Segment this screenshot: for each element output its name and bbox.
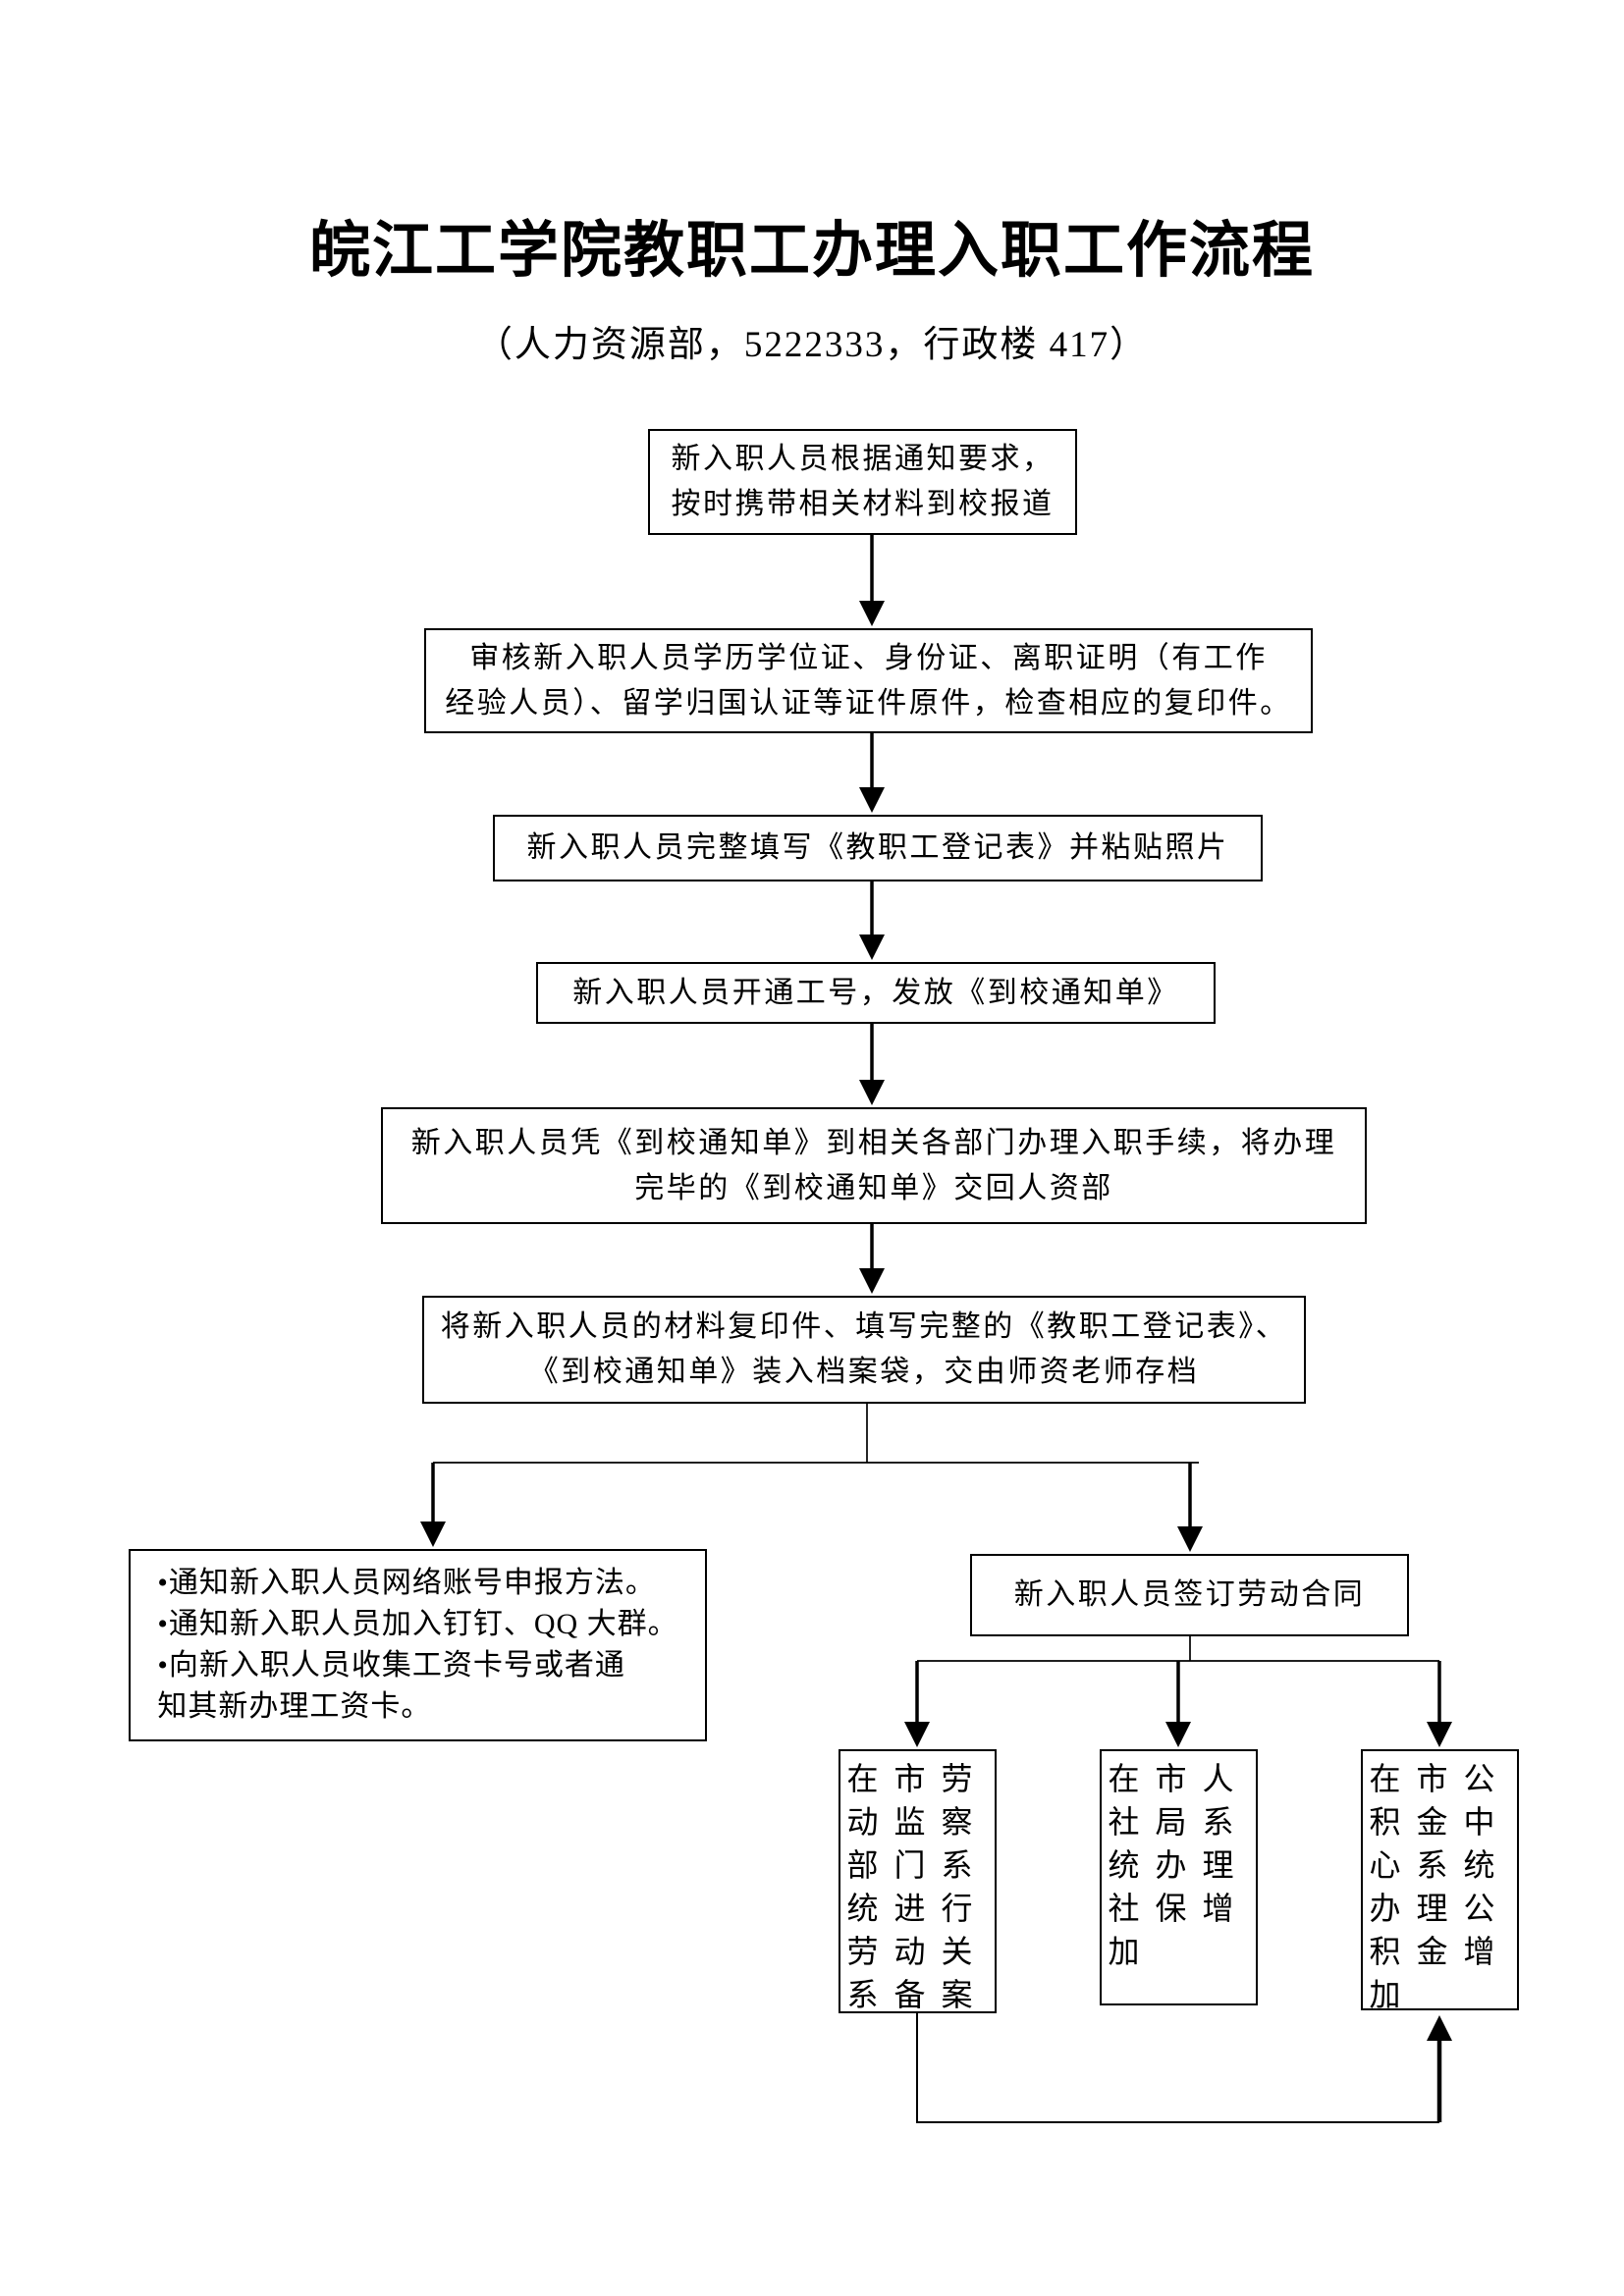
- branch-notify-box: •通知新入职人员网络账号申报方法。 •通知新入职人员加入钉钉、QQ 大群。 •向…: [129, 1549, 707, 1741]
- page-subtitle: （人力资源部，5222333，行政楼 417）: [475, 325, 1149, 365]
- step-handle-box: 新入职人员凭《到校通知单》到相关各部门办理入职手续，将办理 完毕的《到校通知单》…: [381, 1107, 1367, 1224]
- step-form-text: 新入职人员完整填写《教职工登记表》并粘贴照片: [526, 831, 1229, 864]
- step-handle-text: 新入职人员凭《到校通知单》到相关各部门办理入职手续，将办理 完毕的《到校通知单》…: [410, 1126, 1337, 1204]
- step-form-box: 新入职人员完整填写《教职工登记表》并粘贴照片: [493, 815, 1263, 881]
- step-report-box: 新入职人员根据通知要求， 按时携带相关材料到校报道: [648, 429, 1077, 535]
- sub-housing-fund-text: 在市公 积金中 心系统 办理公 积金增 加: [1369, 1761, 1511, 2012]
- feedback-path: [916, 2013, 1439, 2123]
- sub-labor-record-text: 在市劳 动监察 部门系 统进行 劳动关 系备案: [846, 1761, 989, 2012]
- step-archive-text: 将新入职人员的材料复印件、填写完整的《教职工登记表》、 《到校通知单》装入档案袋…: [440, 1310, 1288, 1388]
- step-report-text: 新入职人员根据通知要求， 按时携带相关材料到校报道: [671, 443, 1055, 520]
- branch-contract-text: 新入职人员签订劳动合同: [1013, 1578, 1366, 1611]
- sub-social-insurance-box: 在市人 社局系 统办理 社保增 加: [1100, 1749, 1258, 2005]
- sub-housing-fund-box: 在市公 积金中 心系统 办理公 积金增 加: [1361, 1749, 1519, 2012]
- page-title: 皖江工学院教职工办理入职工作流程: [308, 218, 1315, 285]
- step-review-text: 审核新入职人员学历学位证、身份证、离职证明（有工作 经验人员）、留学归国认证等证…: [445, 641, 1292, 720]
- step-workid-box: 新入职人员开通工号，发放《到校通知单》: [536, 962, 1216, 1024]
- sub-labor-record-box: 在市劳 动监察 部门系 统进行 劳动关 系备案: [839, 1749, 997, 2013]
- step-workid-text: 新入职人员开通工号，发放《到校通知单》: [572, 976, 1179, 1009]
- branch-contract-box: 新入职人员签订劳动合同: [970, 1554, 1409, 1636]
- sub-social-insurance-text: 在市人 社局系 统办理 社保增 加: [1108, 1761, 1250, 1969]
- branch-notify-text: •通知新入职人员网络账号申报方法。 •通知新入职人员加入钉钉、QQ 大群。 •向…: [157, 1567, 678, 1723]
- step-review-box: 审核新入职人员学历学位证、身份证、离职证明（有工作 经验人员）、留学归国认证等证…: [424, 628, 1313, 733]
- step-archive-box: 将新入职人员的材料复印件、填写完整的《教职工登记表》、 《到校通知单》装入档案袋…: [422, 1296, 1306, 1404]
